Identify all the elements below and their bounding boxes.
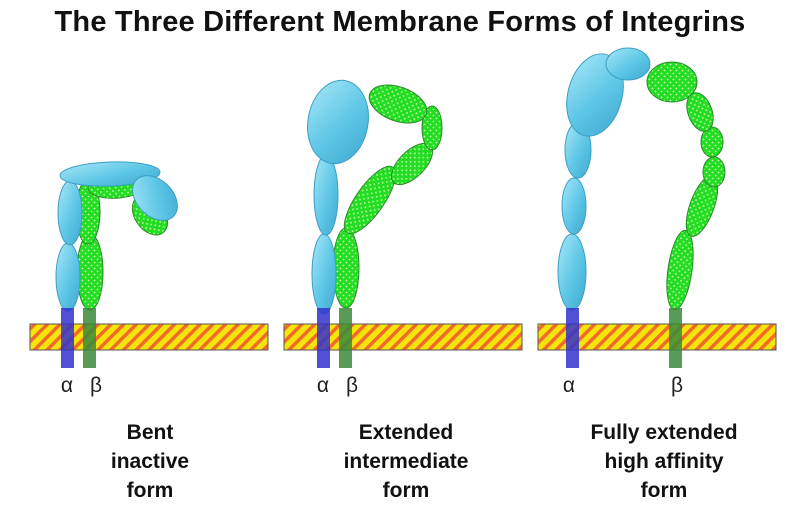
alpha-transmembrane-segment xyxy=(317,308,330,368)
beta-transmembrane-segment xyxy=(339,308,352,368)
caption-line: intermediate xyxy=(343,450,469,473)
alpha-subunit xyxy=(307,79,369,315)
caption-line: form xyxy=(640,479,688,502)
alpha-label: α xyxy=(317,374,329,397)
beta-label: β xyxy=(90,374,102,397)
caption-line: inactive xyxy=(110,450,190,473)
caption-line: high affinity xyxy=(604,450,724,473)
extended-intermediate-form: α β xyxy=(283,79,523,397)
alpha-transmembrane-segment xyxy=(61,308,74,368)
alpha-label: α xyxy=(563,374,575,397)
caption-line: Bent xyxy=(126,421,174,444)
beta-subunit xyxy=(332,84,443,309)
bent-inactive-form: α β xyxy=(29,161,269,397)
alpha-subunit xyxy=(557,47,651,311)
beta-subunit xyxy=(646,61,726,311)
caption-fully-extended: Fully extended high affinity form xyxy=(554,418,774,505)
diagram-title: The Three Different Membrane Forms of In… xyxy=(54,6,746,38)
beta-label: β xyxy=(346,374,358,397)
beta-label: β xyxy=(671,374,683,397)
alpha-transmembrane-segment xyxy=(566,308,579,368)
beta-transmembrane-segment xyxy=(83,308,96,368)
caption-line: form xyxy=(126,479,174,502)
caption-line: form xyxy=(382,479,430,502)
caption-extended-intermediate: Extended intermediate form xyxy=(296,418,516,505)
caption-bent-inactive: Bent inactive form xyxy=(40,418,260,505)
alpha-label: α xyxy=(61,374,73,397)
fully-extended-form: α β xyxy=(537,47,777,397)
caption-line: Extended xyxy=(358,421,454,444)
alpha-subunit xyxy=(55,161,178,312)
caption-line: Fully extended xyxy=(590,421,738,444)
beta-transmembrane-segment xyxy=(669,308,682,368)
